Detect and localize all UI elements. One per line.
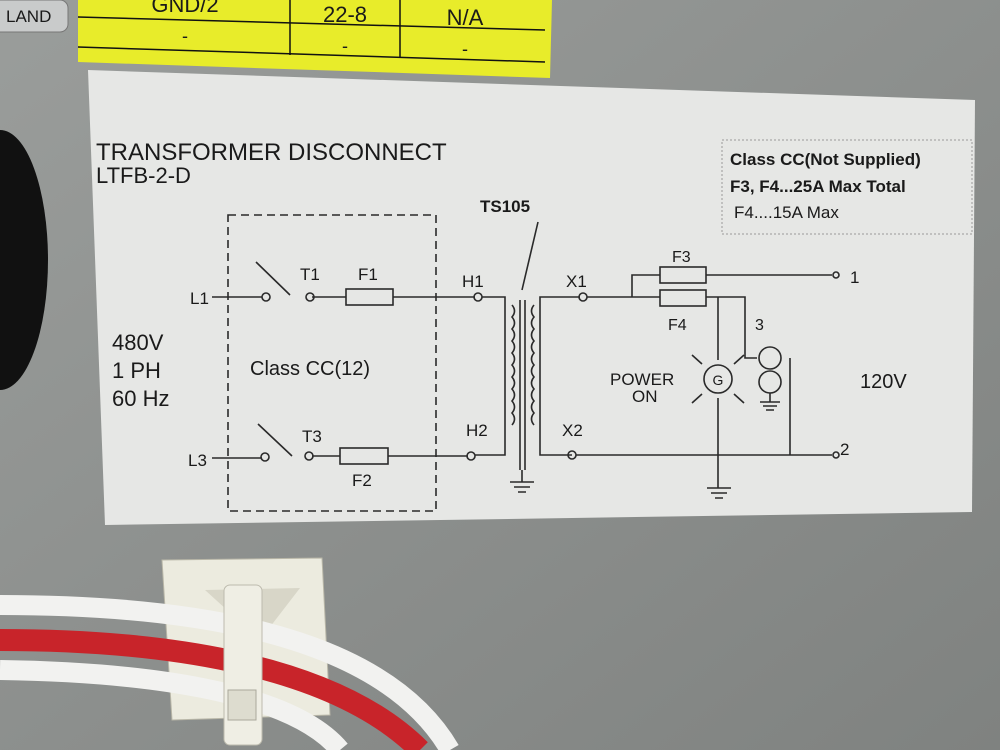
cell-r2c3: - xyxy=(462,39,468,59)
transformer-label: TS105 xyxy=(480,197,530,216)
yellow-sticker-table: GND/2 22-8 N/A - - - xyxy=(77,0,552,78)
cell-r2c1: - xyxy=(182,26,188,46)
cable-tie xyxy=(223,584,263,746)
h2-label: H2 xyxy=(466,421,488,440)
lamp-symbol: G xyxy=(713,372,724,388)
input-frequency: 60 Hz xyxy=(112,386,169,411)
l1-circuit: L1 T1 F1 xyxy=(190,261,475,308)
secondary-circuit: X1 X2 F3 F4 1 2 3 G POWER ON xyxy=(562,249,859,499)
disconnect-handle xyxy=(0,130,48,390)
l3-label: L3 xyxy=(188,451,207,470)
name-tag xyxy=(0,0,69,33)
lamp-label-on: ON xyxy=(632,387,658,406)
label-subtitle: LTFB-2-D xyxy=(96,163,191,188)
power-on-lamp: G xyxy=(691,354,745,404)
note-box: Class CC(Not Supplied) F3, F4...25A Max … xyxy=(721,139,973,235)
cell-r1c2: 22-8 xyxy=(323,2,367,27)
note-line-1: Class CC(Not Supplied) xyxy=(730,150,921,169)
white-wire-1 xyxy=(0,595,459,750)
h1-label: H1 xyxy=(462,272,484,291)
l1-label: L1 xyxy=(190,289,209,308)
terminal-1-label: 1 xyxy=(850,268,859,287)
fuse-f4 xyxy=(659,289,707,307)
t3-label: T3 xyxy=(302,427,322,446)
fuse-f3 xyxy=(659,266,707,284)
fuse-f1 xyxy=(345,288,394,306)
fuse-class-label: Class CC(12) xyxy=(250,358,370,380)
f4-label: F4 xyxy=(668,317,687,334)
cable-tie-head xyxy=(227,689,257,721)
cell-r1c3: N/A xyxy=(447,5,484,30)
f1-label: F1 xyxy=(358,265,378,284)
cell-r1c1: GND/2 xyxy=(151,0,218,17)
t1-label: T1 xyxy=(300,265,320,284)
schematic-label xyxy=(88,70,975,525)
label-title: TRANSFORMER DISCONNECT xyxy=(96,139,447,166)
transformer: TS105 H1 H2 xyxy=(462,197,580,493)
input-phase: 1 PH xyxy=(112,358,161,383)
l3-circuit: L3 T3 F2 xyxy=(188,423,468,490)
f3-label: F3 xyxy=(672,249,691,266)
x1-label: X1 xyxy=(566,272,587,291)
cell-r2c2: - xyxy=(342,36,348,56)
f2-label: F2 xyxy=(352,471,372,490)
disconnect-box xyxy=(227,214,437,512)
note-line-2: F3, F4...25A Max Total xyxy=(730,177,906,196)
name-tag-text: LAND xyxy=(6,7,51,26)
terminal-3-label: 3 xyxy=(755,317,764,334)
input-voltage: 480V xyxy=(112,330,164,355)
terminal-2-label: 2 xyxy=(840,440,849,459)
x2-label: X2 xyxy=(562,421,583,440)
white-wire-2 xyxy=(0,660,348,750)
lamp-label-power: POWER xyxy=(610,370,674,389)
output-voltage: 120V xyxy=(860,371,907,393)
receptacle-icon xyxy=(758,346,782,411)
note-line-3: F4....15A Max xyxy=(734,203,839,222)
fuse-f2 xyxy=(339,447,389,465)
